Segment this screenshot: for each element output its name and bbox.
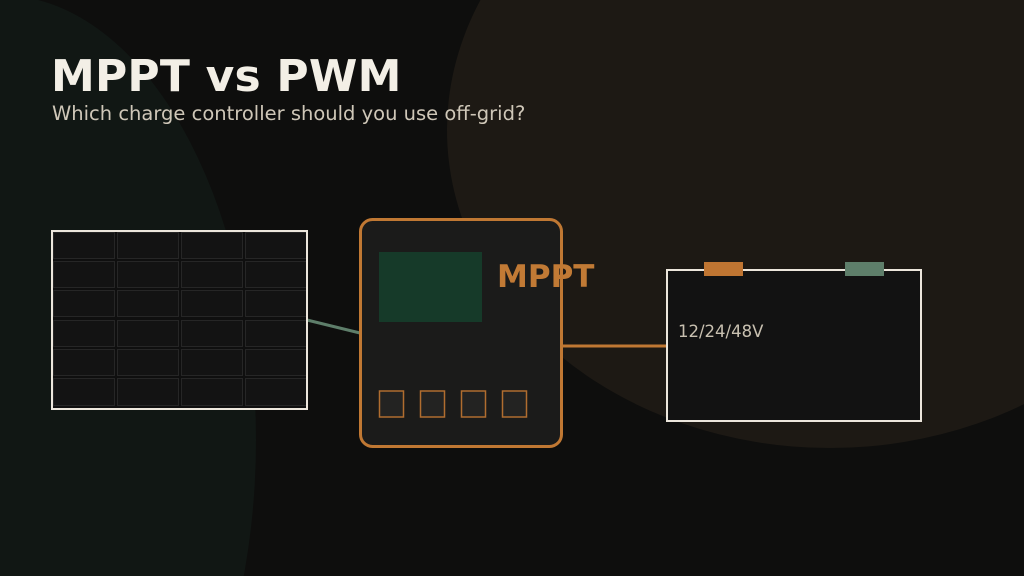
controller-button-4[interactable] bbox=[501, 390, 528, 418]
battery-positive-terminal bbox=[704, 262, 743, 276]
controller-button-1[interactable] bbox=[378, 390, 405, 418]
controller-label: MPPT bbox=[497, 259, 595, 295]
battery-negative-terminal bbox=[845, 262, 884, 276]
controller-button-2[interactable] bbox=[419, 390, 446, 418]
battery-voltage-label: 12/24/48V bbox=[678, 322, 764, 341]
controller-screen bbox=[379, 252, 482, 322]
page-subtitle: Which charge controller should you use o… bbox=[52, 102, 526, 125]
solar-panel-icon bbox=[51, 230, 308, 410]
controller-button-3[interactable] bbox=[460, 390, 487, 418]
battery-icon bbox=[666, 262, 922, 422]
page-title: MPPT vs PWM bbox=[51, 51, 402, 102]
wire-panel-to-controller bbox=[306, 318, 361, 335]
